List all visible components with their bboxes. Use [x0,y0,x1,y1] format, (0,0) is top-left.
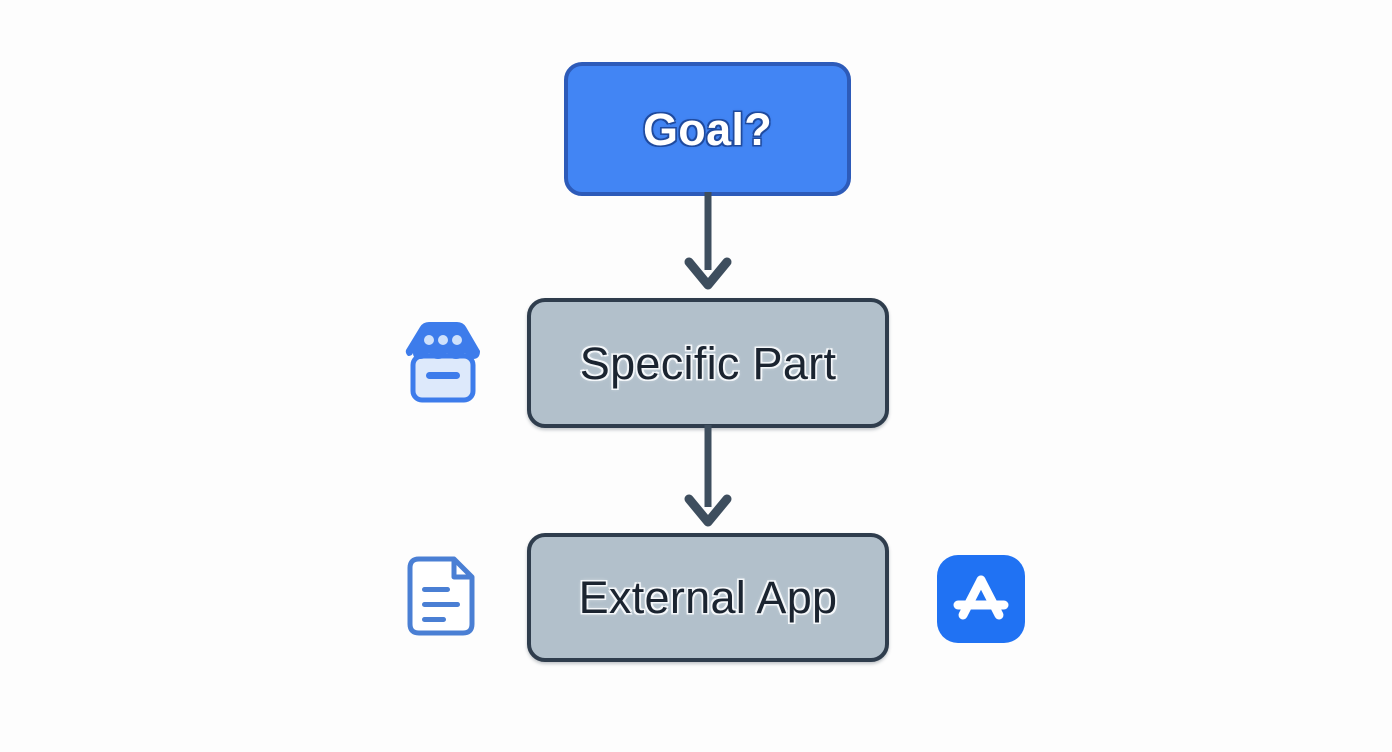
node-external-app[interactable]: External App [527,533,889,662]
document-icon[interactable] [402,551,486,646]
node-specific-part-label: Specific Part [579,337,837,389]
app-store-glyph [937,555,1025,643]
app-store-icon[interactable] [934,552,1028,651]
arrow-down-icon [684,425,732,527]
node-goal[interactable]: Goal? [564,62,851,196]
connector-goal-to-specific-part [676,190,740,301]
document-glyph [407,556,475,636]
storefront-glyph [405,322,480,403]
connector-specific-part-to-external-app [676,423,740,538]
node-goal-label: Goal? [642,103,772,155]
arrow-down-icon [684,192,732,290]
node-specific-part[interactable]: Specific Part [527,298,889,428]
storefront-icon[interactable] [399,316,487,413]
node-external-app-label: External App [578,572,838,623]
